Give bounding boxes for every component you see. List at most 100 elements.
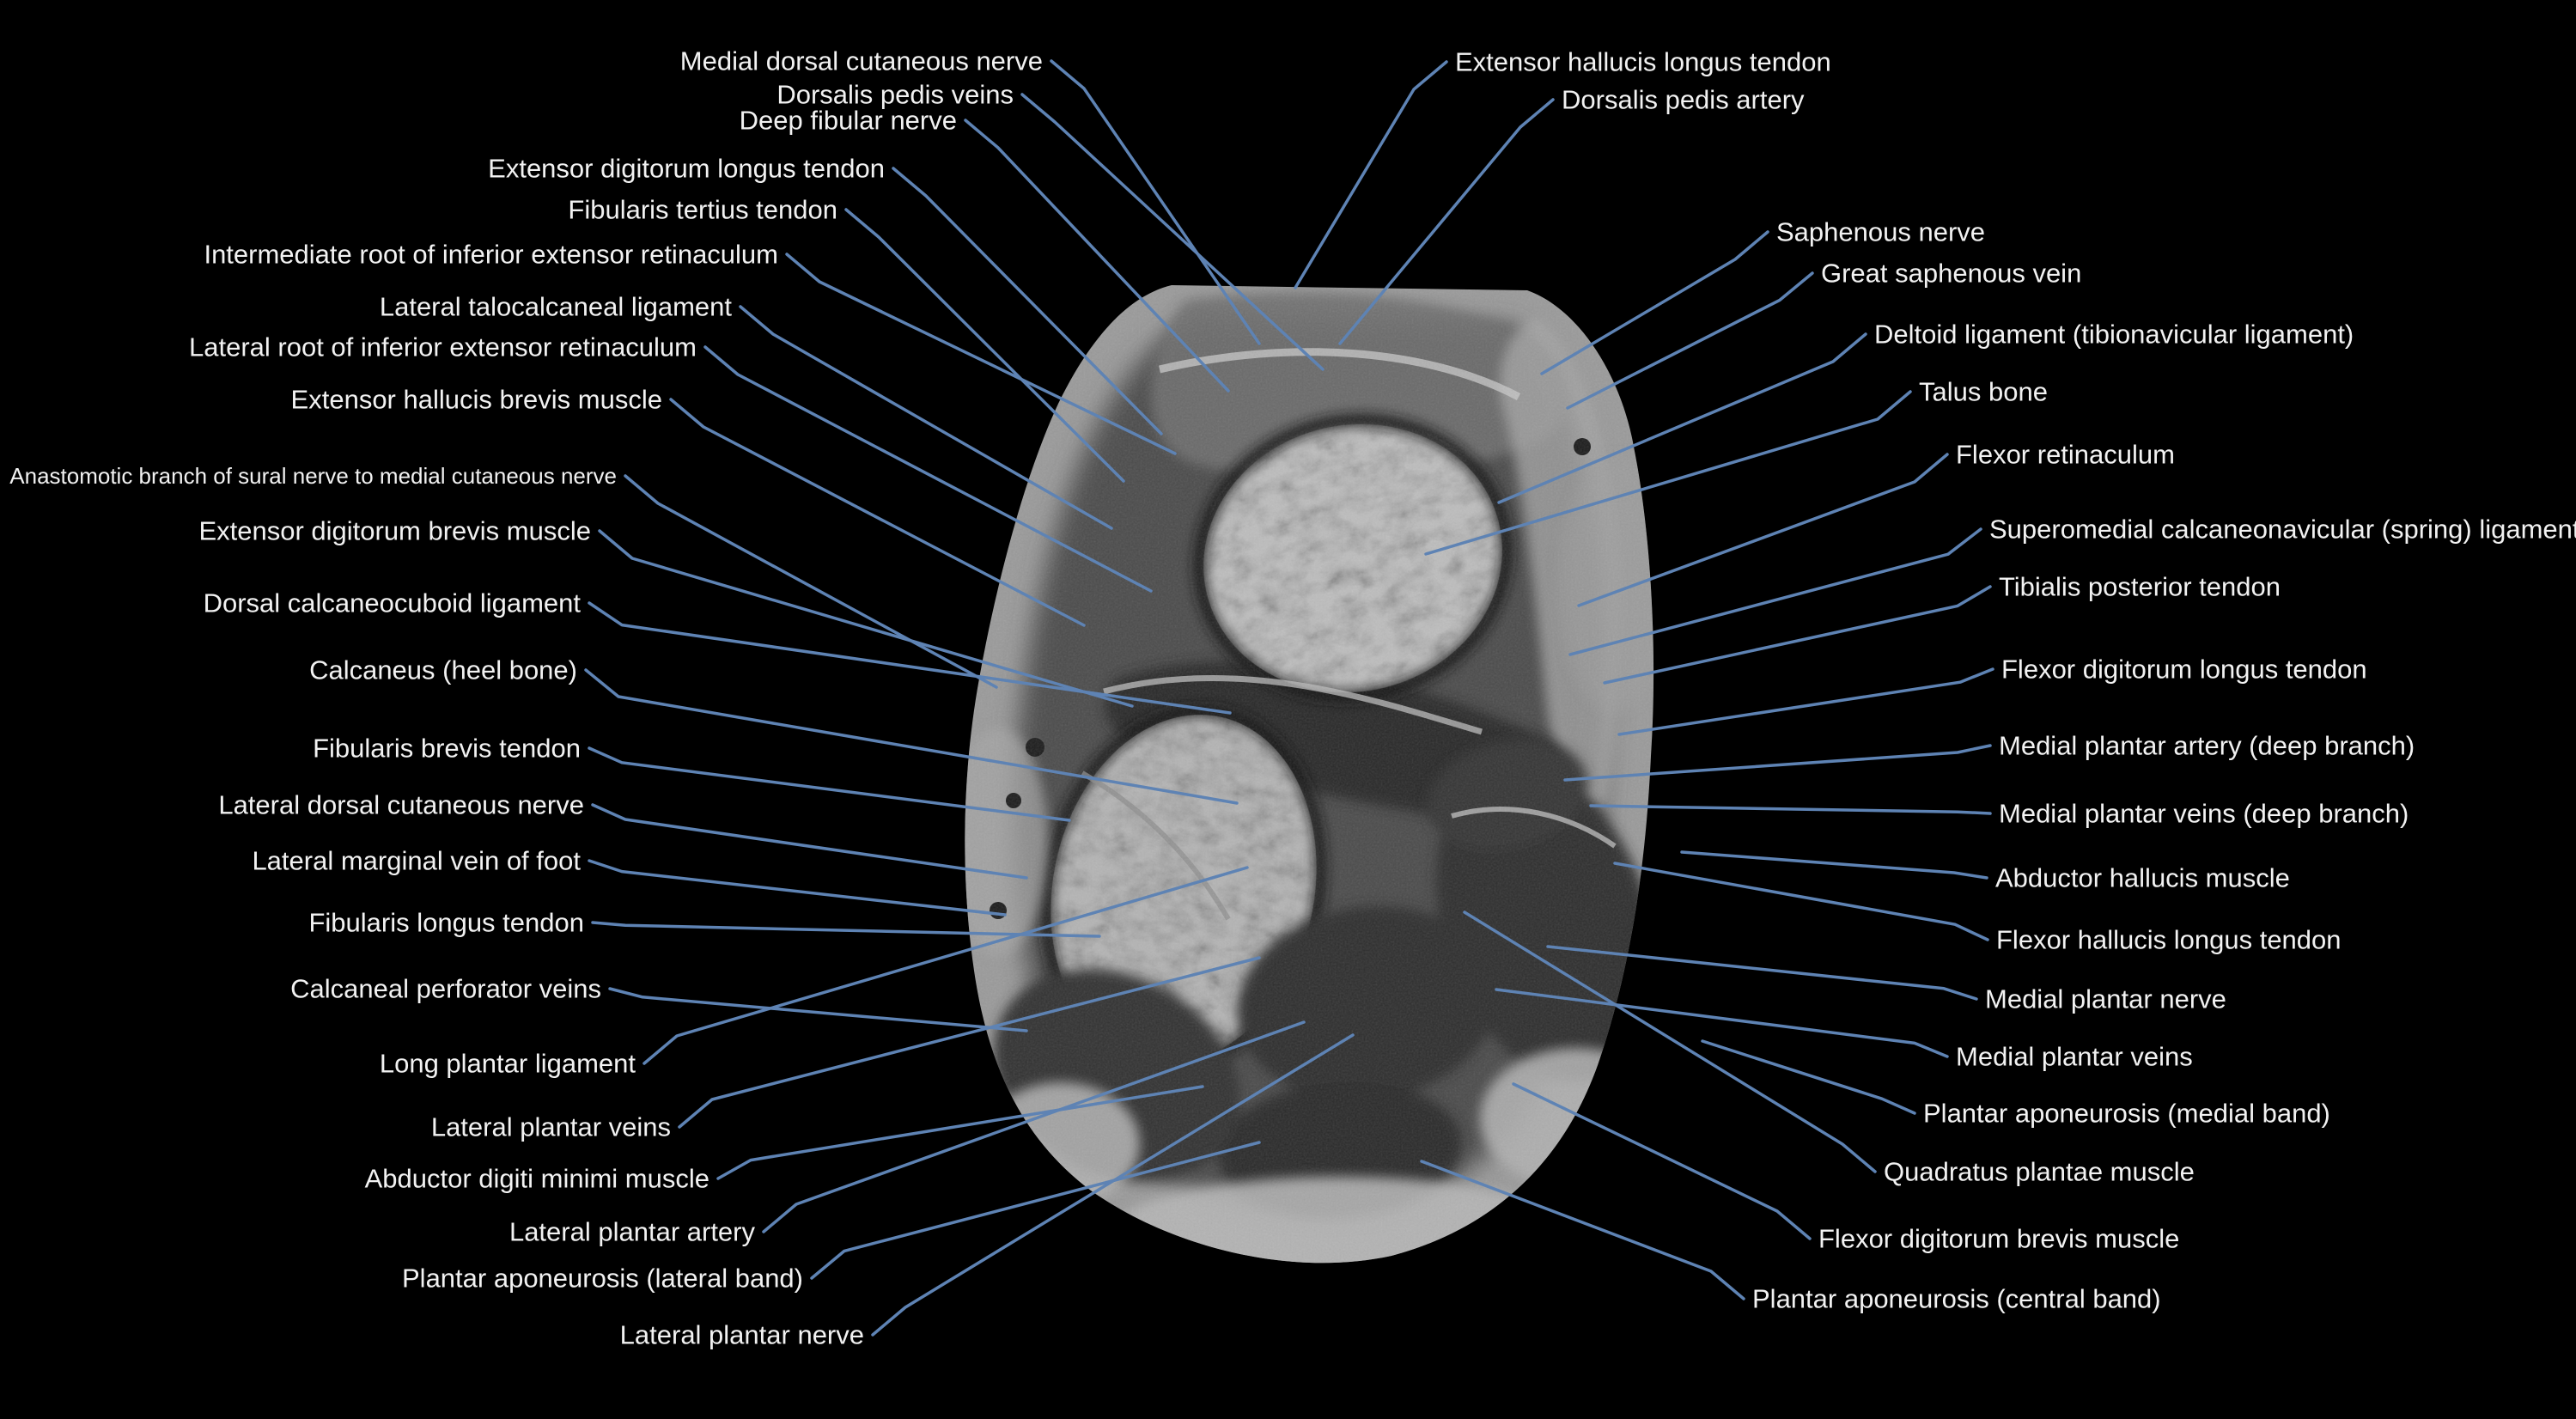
leader-line xyxy=(785,253,1177,455)
anatomy-label-deep-fibular-nerve: Deep fibular nerve xyxy=(740,106,1230,393)
anatomy-label-text: Fibularis longus tendon xyxy=(308,908,584,938)
leader-line xyxy=(1424,390,1912,556)
anatomy-label-dorsal-calcaneocuboid-ligament: Dorsal calcaneocuboid ligament xyxy=(204,588,1232,715)
anatomy-label-anastomotic-branch-of-sural-nerve-to-medial-cutaneous-nerve: Anastomotic branch of sural nerve to med… xyxy=(9,463,998,689)
anatomy-label-text: Lateral root of inferior extensor retina… xyxy=(189,332,697,362)
anatomy-label-text: Calcaneus (heel bone) xyxy=(309,655,577,685)
anatomy-label-medial-plantar-artery-deep-branch: Medial plantar artery (deep branch) xyxy=(1563,731,2415,782)
anatomy-label-text: Tibialis posterior tendon xyxy=(1999,572,2281,602)
leader-line xyxy=(1701,1039,1916,1115)
anatomy-label-saphenous-nerve: Saphenous nerve xyxy=(1540,217,1985,375)
anatomy-label-lateral-plantar-artery: Lateral plantar artery xyxy=(509,1020,1306,1247)
anatomy-label-flexor-digitorum-brevis-muscle: Flexor digitorum brevis muscle xyxy=(1512,1082,2179,1254)
anatomy-label-text: Quadratus plantae muscle xyxy=(1884,1157,2195,1187)
anatomy-label-dorsalis-pedis-artery: Dorsalis pedis artery xyxy=(1338,85,1805,345)
anatomy-label-extensor-hallucis-longus-tendon: Extensor hallucis longus tendon xyxy=(1294,47,1831,289)
leader-line xyxy=(588,601,1232,715)
leader-line xyxy=(1463,910,1877,1173)
anatomy-label-text: Plantar aponeurosis (central band) xyxy=(1752,1284,2161,1314)
anatomy-label-fibularis-brevis-tendon: Fibularis brevis tendon xyxy=(313,734,1071,822)
leader-line xyxy=(591,921,1101,938)
anatomy-label-dorsalis-pedis-veins: Dorsalis pedis veins xyxy=(776,80,1325,371)
anatomy-label-fibularis-longus-tendon: Fibularis longus tendon xyxy=(308,908,1101,938)
anatomy-label-fibularis-tertius-tendon: Fibularis tertius tendon xyxy=(568,195,1125,483)
anatomy-label-medial-plantar-nerve: Medial plantar nerve xyxy=(1546,945,2226,1014)
leader-line xyxy=(1497,332,1867,504)
anatomy-label-text: Dorsalis pedis artery xyxy=(1562,85,1805,115)
anatomy-label-text: Plantar aponeurosis (lateral band) xyxy=(402,1264,803,1294)
anatomy-label-text: Lateral plantar nerve xyxy=(620,1320,864,1350)
anatomy-label-flexor-retinaculum: Flexor retinaculum xyxy=(1577,440,2175,607)
anatomy-label-text: Lateral plantar veins xyxy=(431,1112,671,1142)
anatomy-label-text: Talus bone xyxy=(1919,377,2048,407)
leader-line xyxy=(1589,804,1992,815)
anatomy-label-text: Flexor digitorum brevis muscle xyxy=(1818,1224,2179,1254)
leader-line xyxy=(1020,93,1325,371)
anatomy-label-text: Extensor digitorum longus tendon xyxy=(488,154,885,184)
leader-line xyxy=(588,859,1007,917)
anatomy-label-text: Long plantar ligament xyxy=(380,1049,636,1079)
leader-line xyxy=(892,167,1163,435)
anatomy-label-text: Flexor retinaculum xyxy=(1956,440,2175,470)
anatomy-label-superomedial-calcaneonavicular-spring-ligament: Superomedial calcaneonavicular (spring) … xyxy=(1568,515,2576,656)
leader-line xyxy=(1563,744,1992,782)
anatomy-label-extensor-digitorum-brevis-muscle: Extensor digitorum brevis muscle xyxy=(198,516,1134,708)
anatomy-label-text: Anastomotic branch of sural nerve to med… xyxy=(9,463,617,489)
anatomy-label-intermediate-root-of-inferior-extensor-retinaculum: Intermediate root of inferior extensor r… xyxy=(204,240,1177,455)
anatomy-label-text: Fibularis tertius tendon xyxy=(568,195,837,225)
leader-line xyxy=(1613,862,1989,941)
leader-line xyxy=(703,345,1153,593)
anatomy-label-flexor-hallucis-longus-tendon: Flexor hallucis longus tendon xyxy=(1613,862,2342,955)
leader-line xyxy=(1546,945,1978,1001)
anatomy-label-medial-plantar-veins: Medial plantar veins xyxy=(1495,988,2193,1072)
anatomy-label-flexor-digitorum-longus-tendon: Flexor digitorum longus tendon xyxy=(1617,655,2367,736)
anatomy-label-calcaneus-heel-bone: Calcaneus (heel bone) xyxy=(309,655,1239,805)
anatomy-label-text: Medial plantar veins xyxy=(1956,1042,2193,1072)
anatomy-label-text: Great saphenous vein xyxy=(1821,259,2081,289)
anatomy-label-text: Dorsal calcaneocuboid ligament xyxy=(204,588,582,618)
anatomy-label-text: Calcaneal perforator veins xyxy=(290,974,601,1004)
leader-line xyxy=(1680,850,1988,880)
anatomy-label-plantar-aponeurosis-lateral-band: Plantar aponeurosis (lateral band) xyxy=(402,1141,1261,1294)
anatomy-label-extensor-digitorum-longus-tendon: Extensor digitorum longus tendon xyxy=(488,154,1163,435)
leader-line xyxy=(1603,585,1992,685)
leader-line xyxy=(1294,60,1448,289)
anatomy-label-text: Saphenous nerve xyxy=(1776,217,1985,247)
anatomy-label-lateral-plantar-nerve: Lateral plantar nerve xyxy=(620,1033,1355,1350)
leader-line xyxy=(591,803,1028,880)
anatomy-label-plantar-aponeurosis-medial-band: Plantar aponeurosis (medial band) xyxy=(1701,1039,2330,1129)
leader-line xyxy=(608,987,1028,1032)
anatomy-label-calcaneal-perforator-veins: Calcaneal perforator veins xyxy=(290,974,1028,1032)
anatomy-label-lateral-talocalcaneal-ligament: Lateral talocalcaneal ligament xyxy=(380,292,1113,530)
leader-line xyxy=(762,1020,1306,1233)
anatomy-label-text: Deltoid ligament (tibionavicular ligamen… xyxy=(1874,320,2354,350)
mri-image xyxy=(965,285,1654,1264)
leader-line xyxy=(844,208,1125,483)
anatomy-label-great-saphenous-vein: Great saphenous vein xyxy=(1566,259,2081,410)
anatomy-label-text: Lateral dorsal cutaneous nerve xyxy=(218,790,584,820)
leader-line xyxy=(642,866,1249,1065)
leader-line xyxy=(871,1033,1355,1337)
leader-line xyxy=(1617,667,1994,736)
anatomy-label-extensor-hallucis-brevis-muscle: Extensor hallucis brevis muscle xyxy=(291,385,1086,627)
anatomy-label-quadratus-plantae-muscle: Quadratus plantae muscle xyxy=(1463,910,2195,1187)
anatomy-label-text: Flexor digitorum longus tendon xyxy=(2001,655,2367,685)
anatomy-label-lateral-dorsal-cutaneous-nerve: Lateral dorsal cutaneous nerve xyxy=(218,790,1028,880)
anatomy-label-deltoid-ligament-tibionavicular-ligament: Deltoid ligament (tibionavicular ligamen… xyxy=(1497,320,2354,504)
anatomy-label-text: Lateral talocalcaneal ligament xyxy=(380,292,733,322)
anatomy-label-text: Intermediate root of inferior extensor r… xyxy=(204,240,778,270)
leader-line xyxy=(598,529,1134,708)
anatomy-label-text: Deep fibular nerve xyxy=(740,106,957,136)
anatomy-label-tibialis-posterior-tendon: Tibialis posterior tendon xyxy=(1603,572,2281,685)
anatomy-label-text: Abductor hallucis muscle xyxy=(1995,863,2290,893)
anatomy-label-lateral-plantar-veins: Lateral plantar veins xyxy=(431,956,1261,1142)
anatomy-label-text: Extensor digitorum brevis muscle xyxy=(198,516,591,546)
leader-line xyxy=(1577,453,1949,607)
anatomy-label-text: Flexor hallucis longus tendon xyxy=(1996,925,2342,955)
anatomy-label-text: Extensor hallucis brevis muscle xyxy=(291,385,662,415)
anatomy-label-lateral-marginal-vein-of-foot: Lateral marginal vein of foot xyxy=(252,846,1007,917)
anatomy-label-text: Medial plantar nerve xyxy=(1985,984,2226,1014)
